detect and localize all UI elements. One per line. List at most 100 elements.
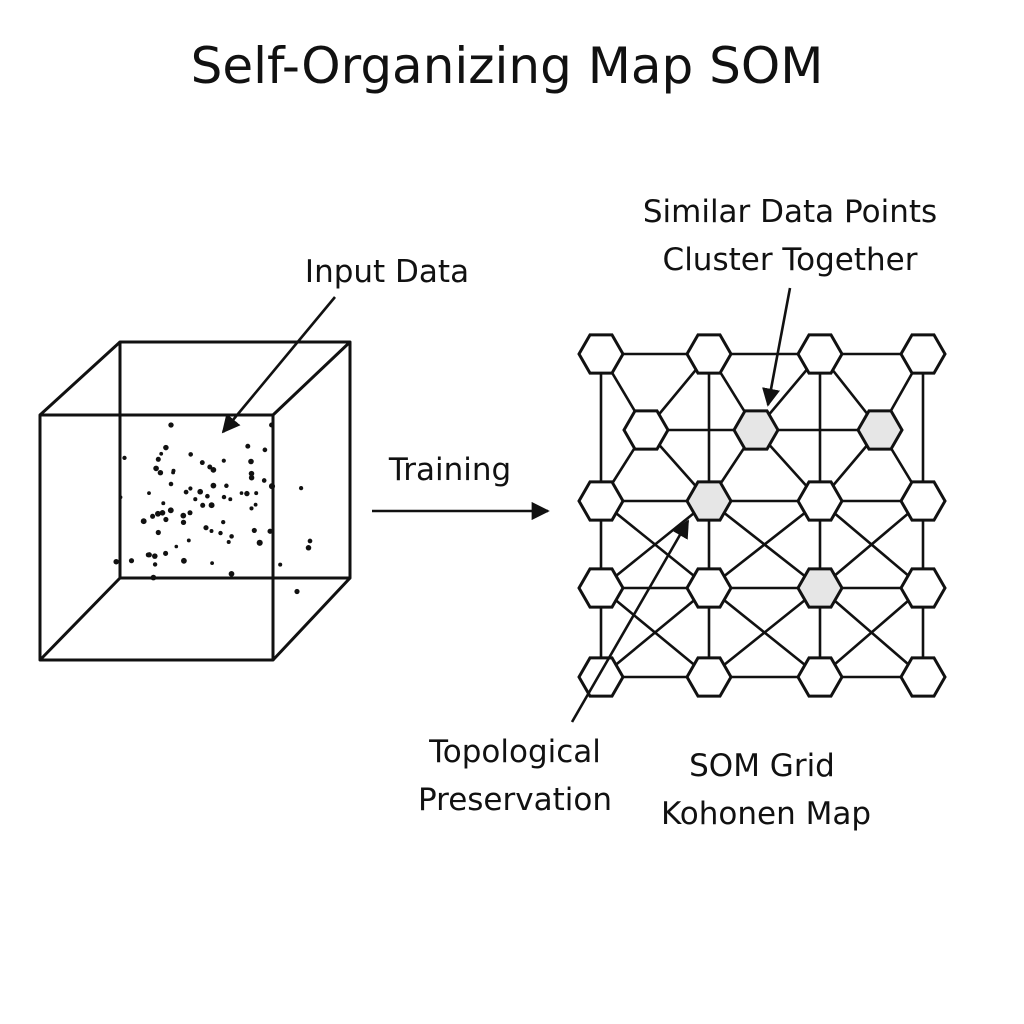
som-grid-label-line2: Kohonen Map <box>661 796 871 832</box>
som-node <box>622 409 670 451</box>
data-point <box>146 552 152 558</box>
data-point <box>150 513 156 519</box>
topological-arrow <box>570 519 690 723</box>
data-point <box>155 456 161 462</box>
similar-points-label-line1: Similar Data Points <box>643 194 937 230</box>
data-point <box>221 458 226 463</box>
data-point <box>163 516 169 523</box>
grid-edge <box>600 586 710 679</box>
data-point <box>187 510 193 516</box>
data-point <box>128 558 135 564</box>
data-point <box>167 507 174 514</box>
data-point <box>249 506 254 511</box>
data-point <box>180 519 187 526</box>
data-point <box>267 528 273 534</box>
data-point <box>210 561 214 565</box>
data-point <box>248 470 255 477</box>
data-point <box>155 510 161 517</box>
grid-edge <box>708 586 821 679</box>
data-point <box>226 539 231 545</box>
cube-edge-tl <box>38 340 122 417</box>
som-grid-nodes <box>577 333 947 698</box>
data-point <box>186 538 191 543</box>
data-point <box>174 544 179 549</box>
som-node <box>796 333 844 375</box>
cube-edge-bl <box>38 576 122 662</box>
som-node <box>796 480 844 522</box>
som-node <box>577 567 625 609</box>
data-point <box>168 481 174 487</box>
data-point <box>188 486 193 491</box>
data-point <box>294 588 300 595</box>
input-data-points <box>113 422 313 595</box>
data-point <box>305 545 312 551</box>
data-point <box>244 490 250 497</box>
input-data-label: Input Data <box>305 254 469 290</box>
data-point <box>113 558 119 565</box>
similar-points-label-line2: Cluster Together <box>663 242 918 278</box>
data-point <box>161 501 166 506</box>
data-point <box>203 525 209 531</box>
data-point <box>168 422 174 428</box>
cube-back-face <box>118 340 352 580</box>
data-point <box>122 455 127 461</box>
som-node-highlighted <box>796 567 844 609</box>
data-point <box>228 497 233 502</box>
training-label: Training <box>388 452 511 488</box>
data-point <box>181 557 187 564</box>
som-grid-edges <box>599 352 925 679</box>
data-point <box>248 474 255 481</box>
som-node <box>577 656 625 698</box>
data-point <box>228 571 235 577</box>
data-point <box>163 444 169 451</box>
som-node <box>796 656 844 698</box>
data-point <box>152 562 158 567</box>
data-point <box>254 491 259 496</box>
topological-label-line2: Preservation <box>418 782 612 818</box>
data-point <box>193 497 198 502</box>
data-point <box>248 458 254 465</box>
data-point <box>298 485 304 491</box>
som-grid-label-line1: SOM Grid <box>689 748 835 784</box>
som-node <box>899 567 947 609</box>
data-point <box>256 539 263 546</box>
som-node <box>577 480 625 522</box>
data-point <box>183 489 189 495</box>
data-point <box>210 482 217 489</box>
data-point <box>208 502 215 509</box>
data-point <box>180 512 187 519</box>
diagram-title: Self-Organizing Map SOM <box>191 37 824 95</box>
som-node <box>899 333 947 375</box>
topological-label-line1: Topological <box>428 734 601 770</box>
input-data-cube <box>38 340 352 662</box>
data-point <box>159 451 164 456</box>
data-point <box>199 460 205 466</box>
cube-edge-tr <box>271 340 352 417</box>
data-point <box>207 464 213 470</box>
data-point <box>251 527 257 533</box>
som-node <box>577 333 625 375</box>
data-point <box>218 530 223 536</box>
data-point <box>262 447 268 453</box>
data-point <box>261 478 267 483</box>
som-node <box>685 656 733 698</box>
data-point <box>197 488 204 495</box>
som-node <box>899 656 947 698</box>
grid-edge <box>708 499 821 590</box>
data-point <box>229 534 234 539</box>
data-point <box>221 519 226 525</box>
data-point <box>157 469 164 476</box>
som-node <box>685 567 733 609</box>
grid-edge <box>600 499 710 590</box>
som-node-highlighted <box>732 409 780 451</box>
data-point <box>209 529 214 533</box>
data-point <box>152 553 158 559</box>
data-point <box>224 483 229 489</box>
data-point <box>221 494 227 500</box>
grid-edge <box>819 500 924 589</box>
data-point <box>155 529 161 536</box>
similar-points-arrow <box>762 287 792 407</box>
data-point <box>307 538 313 544</box>
data-point <box>210 467 217 473</box>
